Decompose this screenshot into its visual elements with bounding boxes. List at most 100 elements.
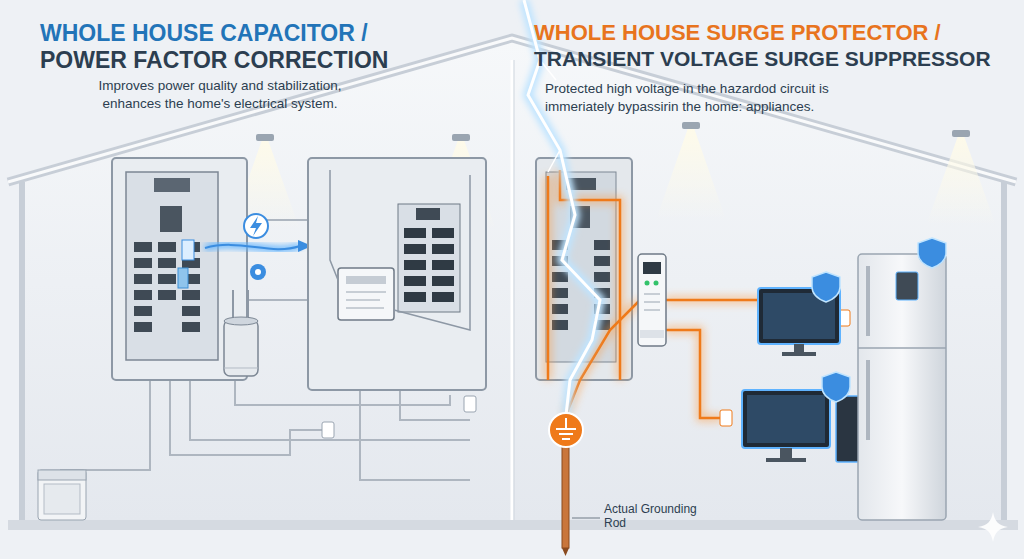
service-panel xyxy=(398,204,460,312)
section-heading: WHOLE HOUSE SURGE PROTECTOR / xyxy=(534,20,1014,45)
breaker-panel xyxy=(182,322,200,332)
service-panel xyxy=(432,228,454,238)
computer xyxy=(780,448,792,458)
surge-protector xyxy=(638,254,666,346)
breaker-panel xyxy=(182,290,200,300)
ceiling-lamp xyxy=(656,128,726,220)
breaker-panel xyxy=(182,306,200,316)
service-panel xyxy=(346,308,384,309)
computer xyxy=(742,372,862,462)
breaker-panel xyxy=(158,242,176,252)
wire xyxy=(400,390,470,420)
grounding-rod xyxy=(549,413,600,556)
refrigerator xyxy=(918,238,946,268)
service-panel xyxy=(338,268,394,320)
surge-protector xyxy=(640,330,664,338)
capacitor-symbol xyxy=(224,290,258,376)
house-outline xyxy=(22,42,1004,522)
grounding-rod xyxy=(562,548,569,556)
breaker-panel xyxy=(552,272,568,282)
surge-protector xyxy=(638,254,666,346)
television xyxy=(794,344,804,352)
grounding-rod xyxy=(565,418,567,428)
lightning-bolt xyxy=(548,150,560,172)
surge-path xyxy=(547,176,550,380)
ceiling-lamp xyxy=(256,134,274,141)
refrigerator xyxy=(858,238,946,520)
surge-protector xyxy=(644,310,660,311)
surge-protector xyxy=(654,281,659,286)
service-panel xyxy=(432,276,454,286)
grounding-rod xyxy=(562,438,570,440)
computer xyxy=(822,372,850,402)
breaker-panel xyxy=(154,178,190,192)
power-flow-arrow xyxy=(250,264,266,280)
ceiling-lamp xyxy=(926,136,996,226)
house-outline xyxy=(8,520,1018,530)
breaker-panel xyxy=(134,274,152,284)
television xyxy=(812,272,840,302)
computer xyxy=(742,390,830,448)
power-flow-arrow xyxy=(250,216,262,236)
refrigerator xyxy=(896,272,918,300)
ceiling-lamp xyxy=(452,134,470,141)
washing-machine xyxy=(44,484,80,514)
wire xyxy=(245,299,310,301)
breaker-panel xyxy=(134,322,152,332)
breaker-panel xyxy=(126,172,218,360)
sparkle-mark xyxy=(978,512,1008,542)
power-flow-arrow xyxy=(205,245,300,249)
service-panel xyxy=(404,228,426,238)
surge-path xyxy=(665,330,722,418)
service-panel xyxy=(394,175,470,330)
refrigerator xyxy=(866,266,870,336)
surge-path xyxy=(545,176,552,380)
wall-outlet xyxy=(322,396,476,438)
wire xyxy=(170,380,330,455)
grounding-rod xyxy=(572,518,600,519)
service-panel xyxy=(404,292,426,302)
house-outline xyxy=(1001,182,1007,522)
service-panel xyxy=(308,158,486,390)
house-outline xyxy=(19,182,25,522)
grounding-rod xyxy=(556,428,576,430)
breaker-panel xyxy=(160,206,182,232)
washing-machine xyxy=(38,470,86,480)
refrigerator xyxy=(858,347,946,349)
section-description: Protected high voltage in the hazardod c… xyxy=(545,80,855,115)
breaker-panel xyxy=(552,288,568,298)
service-panel xyxy=(308,158,486,390)
power-flow-arrow xyxy=(244,214,268,238)
ceiling-lamp xyxy=(952,130,970,137)
surge-protector xyxy=(644,294,660,295)
capacitor-symbol xyxy=(224,320,258,376)
grounding-rod xyxy=(559,433,573,435)
computer xyxy=(747,395,825,443)
service-panel xyxy=(346,292,386,293)
washing-machine xyxy=(38,470,86,520)
wire xyxy=(60,380,150,470)
ceiling-lamp xyxy=(682,122,700,129)
capacitor-symbol xyxy=(224,368,258,369)
breaker-panel xyxy=(134,258,152,268)
breaker-panel xyxy=(594,240,610,250)
wall-outlet xyxy=(322,422,334,438)
service-panel xyxy=(432,292,454,302)
refrigerator xyxy=(858,254,946,520)
house-outline xyxy=(8,38,1018,530)
callout-label: Actual Grounding Rod xyxy=(604,502,704,531)
television xyxy=(758,272,840,356)
service-panel xyxy=(404,276,426,286)
power-flow-arrow xyxy=(182,240,194,260)
breaker-panel xyxy=(158,274,176,284)
power-flow-arrow xyxy=(205,245,300,249)
surge-protector xyxy=(645,281,650,286)
computer xyxy=(766,458,806,462)
service-panel xyxy=(404,244,426,254)
wall-outlet xyxy=(720,410,732,426)
refrigerator xyxy=(866,360,870,440)
surge-protector xyxy=(644,302,660,303)
section-description: Improves power quality and stabilization… xyxy=(70,77,370,112)
breaker-panel xyxy=(594,272,610,282)
service-panel xyxy=(404,260,426,270)
